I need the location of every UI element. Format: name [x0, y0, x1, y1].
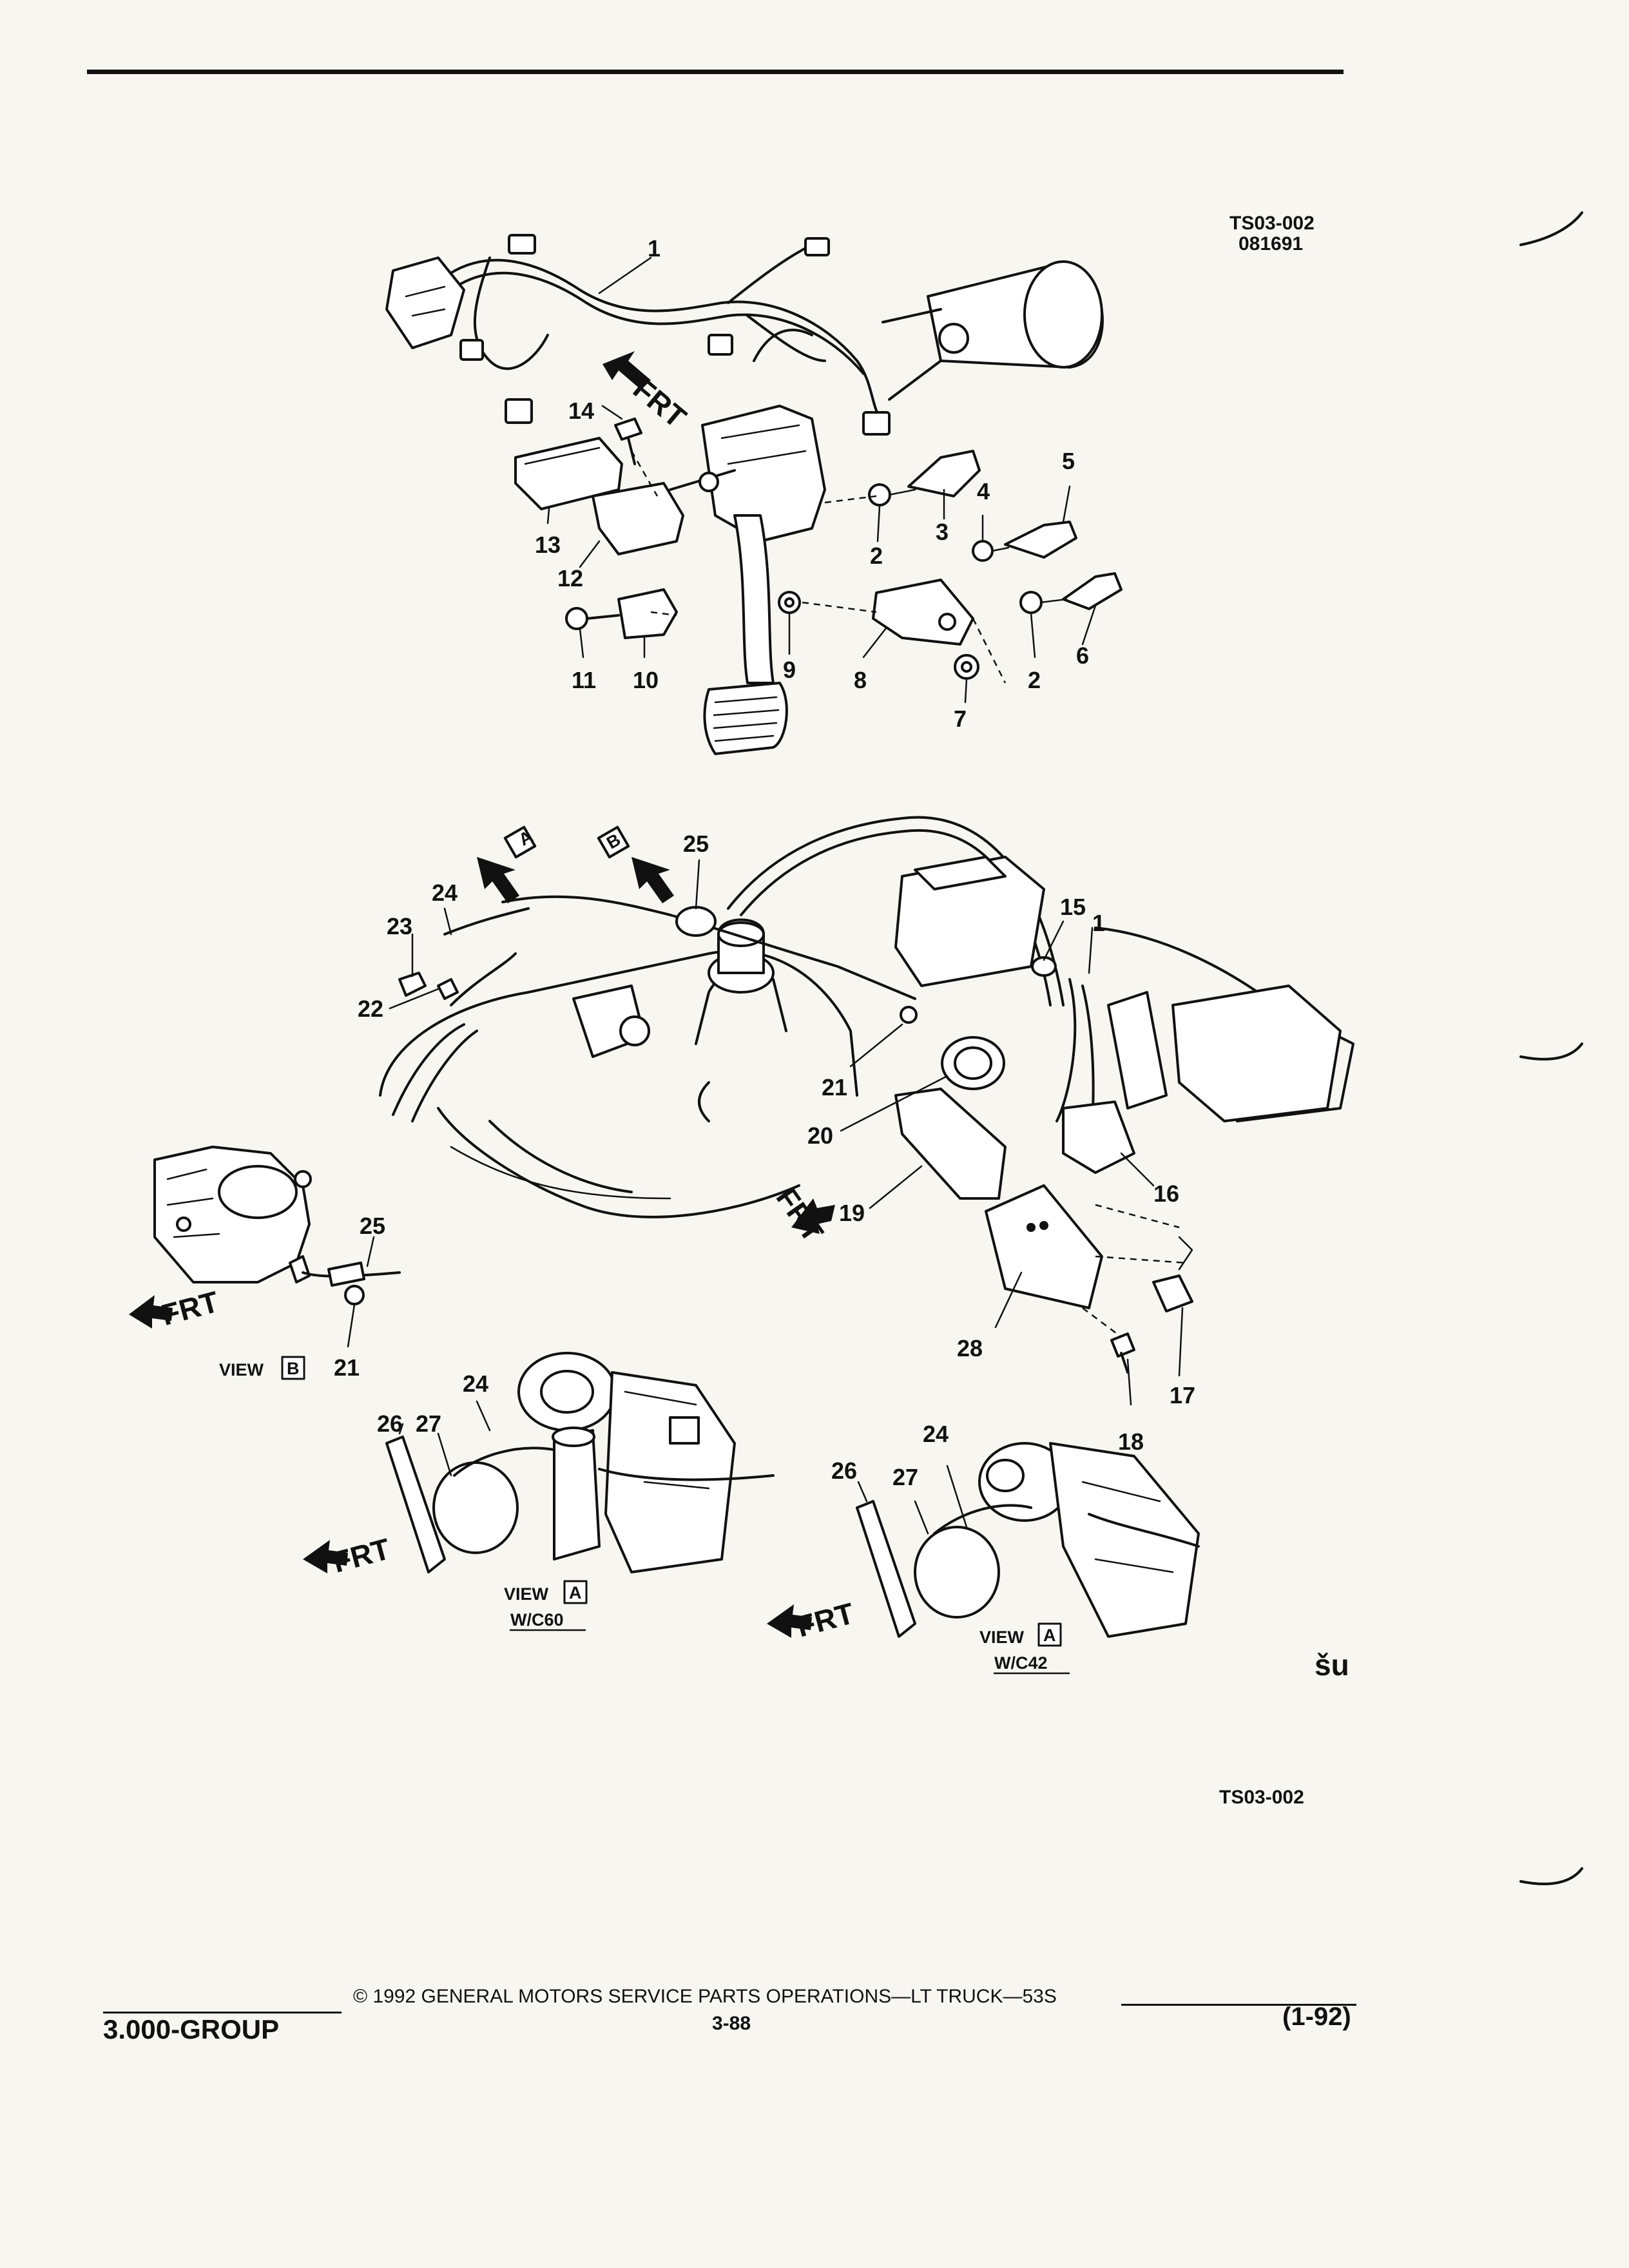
- callout-14: 14: [568, 398, 594, 424]
- view-a-label-c42: VIEW: [979, 1628, 1025, 1647]
- callout-1-top: 1: [648, 235, 660, 262]
- engine-illustration: [379, 816, 1354, 1406]
- callout-3: 3: [936, 519, 949, 545]
- callout-12: 12: [557, 565, 583, 591]
- view-b-illustration: [129, 1146, 401, 1348]
- view-b-letter: B: [287, 1359, 300, 1378]
- w-c60-label: W/C60: [510, 1610, 564, 1629]
- callout-27-c42: 27: [892, 1464, 918, 1490]
- callout-21-view-b: 21: [334, 1354, 360, 1381]
- footer-page-number: 3-88: [712, 2013, 751, 2034]
- callout-13: 13: [535, 532, 561, 558]
- callout-17: 17: [1170, 1382, 1195, 1408]
- callout-27-c60: 27: [416, 1410, 441, 1437]
- callout-2-right: 2: [1028, 667, 1041, 693]
- callout-24-c60: 24: [463, 1370, 488, 1397]
- callout-26-c42: 26: [831, 1457, 857, 1484]
- callout-19: 19: [839, 1200, 865, 1226]
- callout-15: 15: [1060, 894, 1086, 920]
- callout-9: 9: [783, 657, 796, 683]
- binder-mark-middle: [1519, 1043, 1583, 1061]
- callout-5: 5: [1062, 448, 1075, 474]
- footer-rule-left: [103, 2012, 342, 2013]
- binder-mark-bottom: [1519, 1867, 1583, 1885]
- footer-revision: (1-92): [1282, 2003, 1351, 2031]
- callout-1-mid: 1: [1092, 910, 1105, 936]
- callout-24-c42: 24: [923, 1421, 949, 1447]
- view-a-c60-illustration: [303, 1352, 775, 1573]
- view-a-box-c60: [563, 1580, 588, 1604]
- binder-mark-top: [1519, 211, 1583, 246]
- callout-6: 6: [1076, 642, 1089, 669]
- callout-8: 8: [854, 667, 867, 693]
- callout-28: 28: [957, 1335, 983, 1361]
- frt-label-c42: FRT: [793, 1596, 858, 1643]
- callout-25-view-b: 25: [360, 1213, 385, 1239]
- callout-22: 22: [358, 995, 383, 1022]
- w-c42-label: W/C42: [994, 1653, 1048, 1673]
- callout-18: 18: [1118, 1428, 1144, 1455]
- view-a-letter-c42: A: [1043, 1626, 1056, 1645]
- corner-mark: šu: [1315, 1648, 1349, 1682]
- callout-20: 20: [807, 1122, 833, 1149]
- frt-label-mid: FRT: [770, 1182, 831, 1248]
- frt-label-c60: FRT: [329, 1532, 394, 1579]
- top-rule: [87, 70, 1344, 74]
- view-a-c42-illustration: [767, 1442, 1200, 1638]
- view-a-box-c42: [1037, 1622, 1062, 1647]
- view-b-label: VIEW: [219, 1360, 264, 1379]
- callout-26-c60: 26: [377, 1410, 403, 1437]
- callout-4: 4: [977, 478, 990, 505]
- callout-10: 10: [633, 667, 659, 693]
- footer-copyright: © 1992 GENERAL MOTORS SERVICE PARTS OPER…: [353, 1986, 1057, 2007]
- figure-code-top: TS03-002: [1229, 213, 1315, 234]
- figure-date-code: 081691: [1239, 233, 1304, 255]
- figure-code-bottom: TS03-002: [1219, 1787, 1304, 1808]
- callout-2-left: 2: [870, 543, 883, 569]
- frt-label-view-b: FRT: [158, 1285, 222, 1332]
- callout-21-mid: 21: [822, 1074, 847, 1100]
- top-assembly-illustration: [385, 234, 1123, 755]
- callout-23: 23: [387, 913, 412, 939]
- footer-group: 3.000-GROUP: [103, 2014, 280, 2044]
- view-a-label-c60: VIEW: [504, 1584, 549, 1604]
- callout-7: 7: [954, 706, 967, 732]
- footer-rule-right: [1121, 2004, 1356, 2006]
- callout-11: 11: [572, 667, 596, 693]
- view-b-box: [281, 1356, 305, 1380]
- callout-16: 16: [1153, 1180, 1179, 1207]
- callout-24-top: 24: [432, 879, 458, 906]
- callout-25-top: 25: [683, 831, 709, 857]
- view-a-letter-c60: A: [569, 1583, 582, 1602]
